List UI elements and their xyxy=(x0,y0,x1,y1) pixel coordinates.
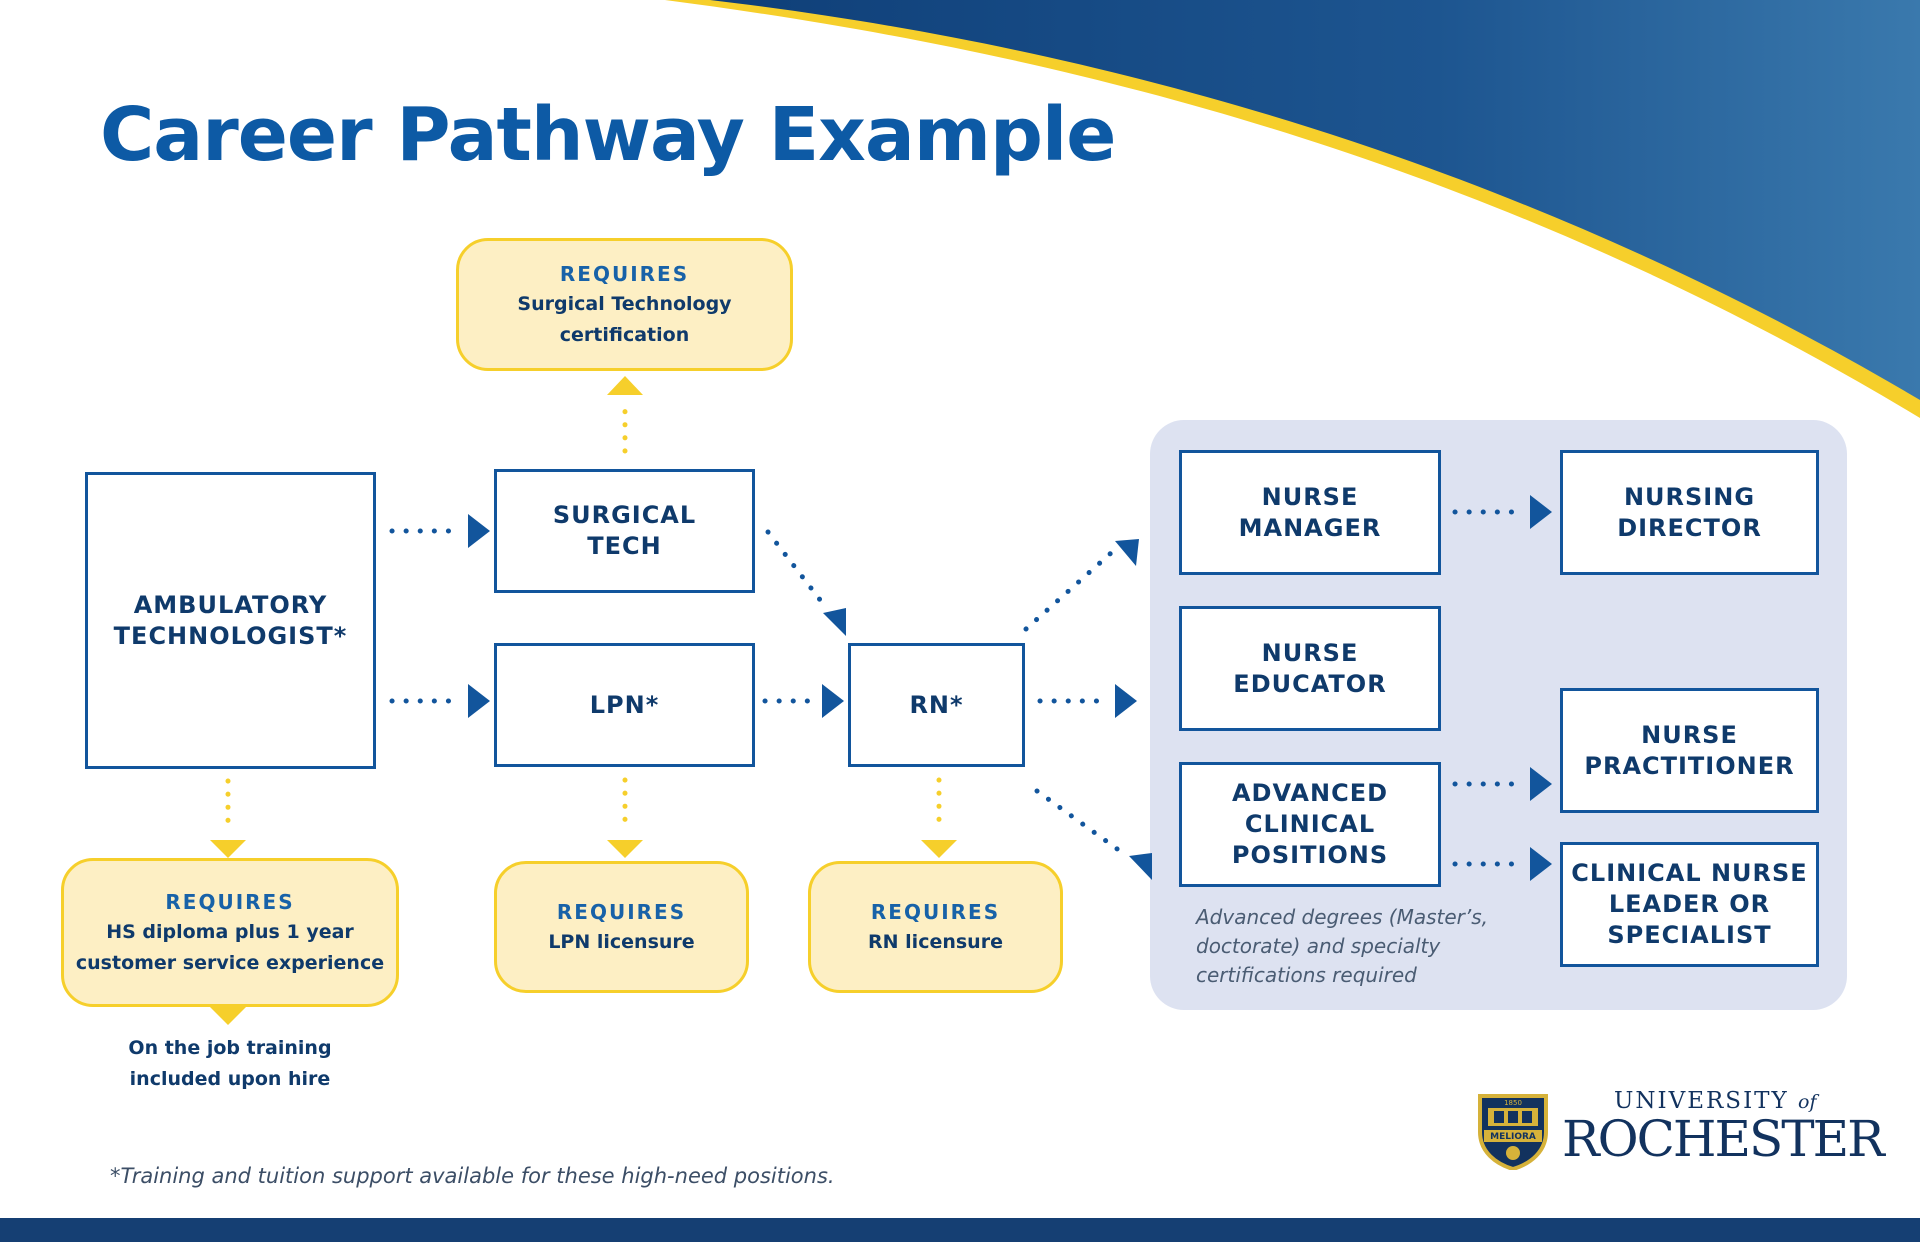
box-label: SURGICAL TECH xyxy=(552,501,697,560)
req-heading: REQUIRES xyxy=(165,889,295,914)
university-logo: MELIORA 1850 UNIVERSITY of ROCHESTER xyxy=(1474,1088,1885,1170)
box-nurse-educator: NURSE EDUCATOR xyxy=(1179,606,1441,731)
arrowhead xyxy=(822,684,844,718)
arrowhead xyxy=(1129,853,1152,880)
req-heading: REQUIRES xyxy=(559,261,690,286)
req-heading: REQUIRES xyxy=(556,899,687,924)
arrowhead xyxy=(468,514,490,548)
req-text: Surgical Technology certification xyxy=(517,292,732,346)
req-text: RN licensure xyxy=(868,930,1003,953)
req-text: LPN licensure xyxy=(548,930,695,953)
footnote: *Training and tuition support available … xyxy=(110,1164,835,1188)
seal-motto: MELIORA xyxy=(1490,1132,1536,1142)
logo-university-text: UNIVERSITY of xyxy=(1614,1088,1817,1114)
req-surgical-tech: REQUIRES Surgical Technology certificati… xyxy=(456,238,793,371)
arrowhead xyxy=(1115,539,1139,566)
arrowhead-yellow xyxy=(921,840,957,858)
req-heading: REQUIRES xyxy=(870,899,1001,924)
req-text: HS diploma plus 1 year customer service … xyxy=(75,920,385,974)
arrowhead xyxy=(1115,684,1137,718)
req-ambulatory: REQUIRES HS diploma plus 1 year customer… xyxy=(61,858,399,1007)
box-ambulatory-technologist: AMBULATORY TECHNOLOGIST* xyxy=(85,472,376,769)
box-nurse-manager: NURSE MANAGER xyxy=(1179,450,1441,575)
req-rn: REQUIRES RN licensure xyxy=(808,861,1063,993)
advanced-degrees-note: Advanced degrees (Master’s, doctorate) a… xyxy=(1196,905,1489,987)
arrowhead-yellow xyxy=(607,840,643,858)
bottom-bar xyxy=(0,1218,1920,1242)
box-nursing-director: NURSING DIRECTOR xyxy=(1560,450,1819,575)
box-rn: RN* xyxy=(848,643,1025,767)
box-label: AMBULATORY TECHNOLOGIST* xyxy=(113,590,348,650)
arrowhead-yellow xyxy=(210,840,246,858)
page-title: Career Pathway Example xyxy=(100,92,1116,178)
box-label: NURSE EDUCATOR xyxy=(1233,638,1387,698)
box-lpn: LPN* xyxy=(494,643,755,767)
connector-rn-to-manager xyxy=(1023,550,1114,632)
arrowhead xyxy=(1530,495,1552,529)
box-label: NURSING DIRECTOR xyxy=(1617,482,1762,542)
arrowhead xyxy=(468,684,490,718)
box-advanced-clinical: ADVANCED CLINICAL POSITIONS xyxy=(1179,762,1441,887)
box-clinical-nurse-leader: CLINICAL NURSE LEADER OR SPECIALIST xyxy=(1560,842,1819,967)
arrowhead xyxy=(1530,767,1552,801)
logo-rochester-text: ROCHESTER xyxy=(1562,1110,1885,1168)
on-the-job-note: On the job training included upon hire xyxy=(128,1037,332,1090)
university-seal-icon: MELIORA 1850 xyxy=(1478,1094,1548,1170)
box-label: NURSE PRACTITIONER xyxy=(1584,720,1795,780)
connector-surgical-to-rn xyxy=(765,529,827,608)
box-label: ADVANCED CLINICAL POSITIONS xyxy=(1231,779,1389,869)
box-label: NURSE MANAGER xyxy=(1238,482,1382,542)
req-lpn: REQUIRES LPN licensure xyxy=(494,861,749,993)
box-nurse-practitioner: NURSE PRACTITIONER xyxy=(1560,688,1819,813)
arrowhead-yellow xyxy=(210,1007,246,1025)
box-label: CLINICAL NURSE LEADER OR SPECIALIST xyxy=(1571,859,1808,949)
arrowhead xyxy=(823,608,846,636)
box-label: LPN* xyxy=(589,690,660,719)
arrowhead-yellow xyxy=(607,376,643,395)
seal-year: 1850 xyxy=(1504,1099,1522,1107)
connector-rn-to-advanced xyxy=(1034,788,1123,854)
box-label: RN* xyxy=(909,690,964,719)
box-surgical-tech: SURGICAL TECH xyxy=(494,469,755,593)
arrowhead xyxy=(1530,847,1552,881)
